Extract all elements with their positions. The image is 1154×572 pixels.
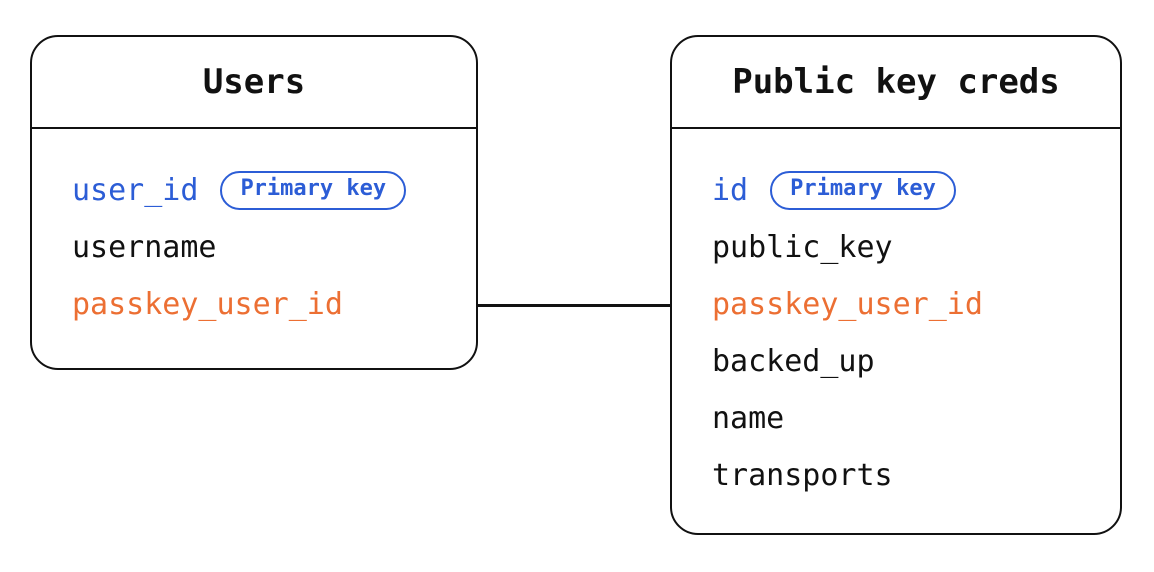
entity-public-key-creds-title: Public key creds — [672, 37, 1120, 129]
field-name: id — [712, 173, 749, 208]
field-name: username — [72, 230, 217, 265]
field-name: passkey_user_id — [712, 287, 983, 322]
primary-key-badge: Primary key — [770, 171, 956, 210]
primary-key-badge: Primary key — [220, 171, 407, 210]
field-row-name: name — [712, 390, 1102, 447]
field-name: user_id — [72, 173, 199, 208]
field-row-passkey_user_id: passkey_user_id — [712, 276, 1102, 333]
field-name: public_key — [712, 230, 893, 265]
field-name: passkey_user_id — [72, 287, 343, 322]
relationship-connector-line — [478, 304, 670, 307]
entity-users-title: Users — [32, 37, 476, 129]
field-row-user_id: user_id Primary key — [72, 162, 458, 219]
field-row-transports: transports — [712, 447, 1102, 504]
field-name: name — [712, 401, 785, 436]
field-row-public_key: public_key — [712, 219, 1102, 276]
field-row-backed_up: backed_up — [712, 333, 1102, 390]
field-row-username: username — [72, 219, 458, 276]
field-name: backed_up — [712, 344, 875, 379]
field-name: transports — [712, 458, 893, 493]
entity-public-key-creds: Public key creds id Primary key public_key… — [670, 35, 1122, 535]
field-row-id: id Primary key — [712, 162, 1102, 219]
field-row-passkey_user_id: passkey_user_id — [72, 276, 458, 333]
